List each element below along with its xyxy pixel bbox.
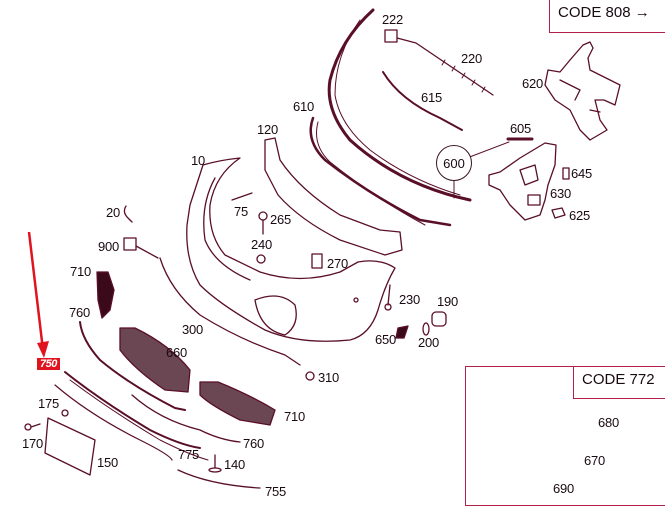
part-140-bolt <box>208 454 222 473</box>
part-label-660[interactable]: 660 <box>166 345 188 360</box>
part-600-bracket <box>488 142 557 221</box>
arrow-right-icon: → <box>634 4 650 21</box>
part-10-bumper-cover <box>186 157 396 342</box>
part-650-bracket <box>395 325 409 339</box>
part-label-300[interactable]: 300 <box>182 322 204 337</box>
part-label-220[interactable]: 220 <box>461 51 483 66</box>
part-label-605[interactable]: 605 <box>510 121 532 136</box>
part-265-screw <box>258 211 268 235</box>
code-808-box[interactable]: CODE 808 → <box>549 0 665 33</box>
part-620-bracket <box>544 41 621 141</box>
part-label-240[interactable]: 240 <box>251 237 273 252</box>
part-610-beam <box>309 116 452 227</box>
part-240-nut <box>256 254 266 264</box>
highlighted-part-750[interactable]: 750 <box>37 358 60 370</box>
part-222-connector <box>384 29 398 43</box>
red-arrow-head-icon <box>37 341 49 358</box>
part-755-trim <box>177 469 261 489</box>
part-label-760[interactable]: 760 <box>69 305 91 320</box>
part-label-680[interactable]: 680 <box>598 415 620 430</box>
part-label-645[interactable]: 645 <box>571 166 593 181</box>
part-750-trim <box>64 371 201 449</box>
part-660-center-grille <box>119 327 191 393</box>
part-900-connector <box>123 237 137 251</box>
part-230-screw <box>384 284 392 311</box>
part-760-trim-lower <box>131 394 241 443</box>
part-label-610[interactable]: 610 <box>293 99 315 114</box>
code-772-label: CODE 772 <box>582 371 655 388</box>
part-label-140[interactable]: 140 <box>224 457 246 472</box>
part-label-190[interactable]: 190 <box>437 294 459 309</box>
part-label-120[interactable]: 120 <box>257 122 279 137</box>
part-170-screw <box>24 423 41 431</box>
part-625-clip <box>551 207 566 219</box>
part-label-775[interactable]: 775 <box>178 447 200 462</box>
part-upper-beam <box>327 8 472 202</box>
part-label-310[interactable]: 310 <box>318 370 340 385</box>
part-75-rivet <box>231 192 253 201</box>
part-label-20[interactable]: 20 <box>106 205 121 220</box>
callout-600[interactable]: 600 <box>436 145 472 181</box>
code-772-box[interactable]: CODE 772 <box>573 367 665 399</box>
part-775-trim <box>54 384 173 461</box>
part-615-strip <box>382 71 463 131</box>
part-label-150[interactable]: 150 <box>97 455 119 470</box>
part-300-wiring-harness <box>159 257 301 366</box>
part-label-200[interactable]: 200 <box>418 335 440 350</box>
part-200-ring <box>422 322 430 336</box>
part-label-755[interactable]: 755 <box>265 484 287 499</box>
part-label-650[interactable]: 650 <box>375 332 397 347</box>
part-310-clip <box>305 371 315 381</box>
part-label-222[interactable]: 222 <box>382 12 404 27</box>
part-label-630[interactable]: 630 <box>550 186 572 201</box>
part-label-270[interactable]: 270 <box>327 256 349 271</box>
part-label-710[interactable]: 710 <box>284 409 306 424</box>
part-label-170[interactable]: 170 <box>22 436 44 451</box>
part-760-trim-upper <box>79 321 186 411</box>
part-710-grille-left <box>96 271 115 319</box>
part-label-690[interactable]: 690 <box>553 481 575 496</box>
part-645-clip <box>562 167 570 180</box>
part-190-sensor <box>431 311 447 327</box>
part-label-265[interactable]: 265 <box>270 212 292 227</box>
part-label-75[interactable]: 75 <box>234 204 249 219</box>
part-20-clip <box>123 205 133 223</box>
part-label-670[interactable]: 670 <box>584 453 606 468</box>
part-220-wire <box>396 37 494 96</box>
part-label-900[interactable]: 900 <box>98 239 120 254</box>
code-808-label: CODE 808 <box>558 4 631 21</box>
part-label-625[interactable]: 625 <box>569 208 591 223</box>
part-175-clip <box>61 409 69 417</box>
part-label-230[interactable]: 230 <box>399 292 421 307</box>
part-label-710[interactable]: 710 <box>70 264 92 279</box>
part-710-grille-lower <box>199 381 276 426</box>
part-label-175[interactable]: 175 <box>38 396 60 411</box>
part-label-760[interactable]: 760 <box>243 436 265 451</box>
part-270-pad <box>311 253 323 269</box>
part-label-615[interactable]: 615 <box>421 90 443 105</box>
part-label-620[interactable]: 620 <box>522 76 544 91</box>
part-label-10[interactable]: 10 <box>191 153 206 168</box>
red-pointer-arrow <box>27 231 45 351</box>
part-150-license-plate <box>44 417 96 476</box>
part-120-absorber <box>264 137 403 256</box>
